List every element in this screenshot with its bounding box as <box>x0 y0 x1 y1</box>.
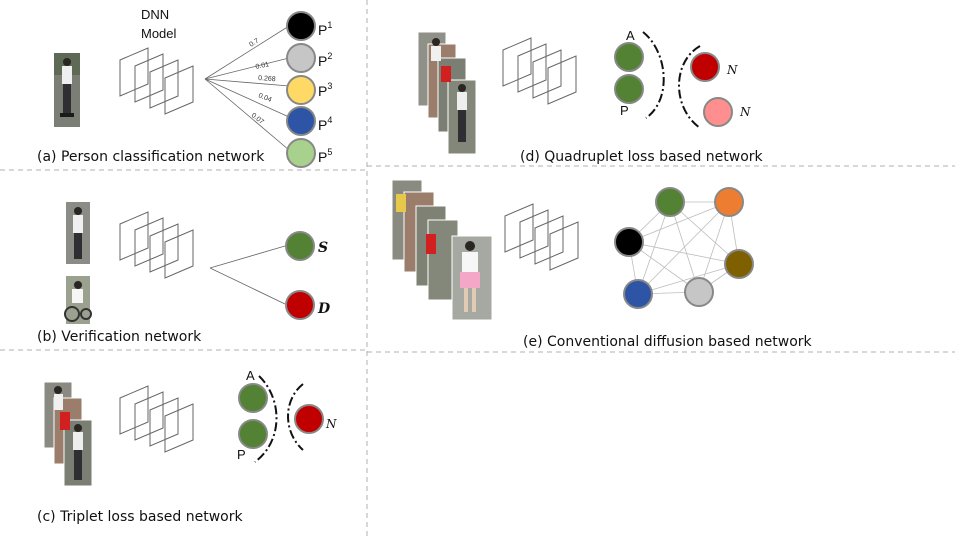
caption-b: (b) Verification network <box>37 329 202 345</box>
different-node <box>285 290 315 320</box>
dnn-model-icon <box>504 203 579 271</box>
graph-edge <box>637 201 730 295</box>
person-image-stack <box>417 31 477 155</box>
class-label-2: P2 <box>318 51 332 69</box>
class-node-3 <box>286 75 316 105</box>
panel-d: A P N N (d) Quadruplet loss based networ… <box>417 28 764 165</box>
prob-label-1: 0.7 <box>248 38 260 49</box>
prob-label-2: 0.01 <box>255 61 270 71</box>
caption-a: (a) Person classification network <box>37 149 265 165</box>
negatives-bracket <box>678 45 701 129</box>
dnn-model-icon <box>502 37 577 105</box>
graph-edge <box>669 201 740 265</box>
prob-label-5: 0.07 <box>250 112 265 126</box>
graph-node-3 <box>724 249 754 279</box>
caption-d: (d) Quadruplet loss based network <box>520 149 764 165</box>
positive-label: P <box>237 447 246 462</box>
class-node-5 <box>286 138 316 168</box>
negative-label-1: N <box>726 63 738 77</box>
graph-edge <box>628 241 740 265</box>
person-image-1 <box>66 202 90 264</box>
anchor-label: A <box>626 28 635 43</box>
anchor-positive-bracket <box>254 375 278 463</box>
negative-node-1 <box>690 52 720 82</box>
prob-label-3: 0.268 <box>258 75 276 83</box>
negative-bracket <box>287 383 304 451</box>
person-image-stack <box>391 179 493 321</box>
negative-label: N <box>325 417 337 431</box>
classification-lines <box>204 25 290 151</box>
dnn-model-icon <box>119 385 194 453</box>
graph-node-6 <box>614 227 644 257</box>
graph-edge <box>628 201 730 243</box>
graph-node-4 <box>684 277 714 307</box>
class-output-nodes <box>286 11 316 168</box>
same-label: S <box>318 240 328 256</box>
positive-node <box>614 74 644 104</box>
caption-e: (e) Conventional diffusion based network <box>523 334 813 350</box>
class-node-2 <box>286 43 316 73</box>
dnn-model-icon <box>119 47 194 115</box>
class-label-1: P1 <box>318 20 332 38</box>
negative-node-2 <box>703 97 733 127</box>
class-node-4 <box>286 106 316 136</box>
panel-e: (e) Conventional diffusion based network <box>391 179 813 350</box>
graph-node-1 <box>655 187 685 217</box>
person-image-2 <box>64 276 92 324</box>
anchor-label: A <box>246 368 255 383</box>
negative-node <box>294 404 324 434</box>
positive-node <box>238 419 268 449</box>
anchor-positive-bracket <box>642 31 665 119</box>
dnn-model-icon <box>119 211 194 279</box>
person-image <box>54 53 80 127</box>
graph-edges <box>628 201 740 295</box>
graph-nodes <box>614 187 754 309</box>
model-label-line2: Model <box>141 26 177 41</box>
same-node <box>285 231 315 261</box>
class-label-5: P5 <box>318 147 332 165</box>
negative-label-2: N <box>739 105 751 119</box>
different-label: D <box>317 301 331 317</box>
class-label-4: P4 <box>318 115 332 133</box>
model-label-line1: DNN <box>141 7 169 22</box>
class-labels: P1 P2 P3 P4 P5 <box>318 20 332 165</box>
class-label-3: P3 <box>318 81 332 99</box>
panel-c: A P N (c) Triplet loss based network <box>37 368 337 525</box>
verification-lines <box>209 245 286 305</box>
graph-edge <box>698 201 730 293</box>
graph-edge <box>637 263 740 295</box>
panel-a: DNN Model 0.7 0.01 0.268 0.04 0.07 P1 P2… <box>37 7 332 168</box>
panel-b: S D (b) Verification network <box>37 202 331 345</box>
caption-c: (c) Triplet loss based network <box>37 509 243 525</box>
class-node-1 <box>286 11 316 41</box>
graph-node-2 <box>714 187 744 217</box>
anchor-node <box>614 42 644 72</box>
graph-edge <box>637 201 671 295</box>
prob-label-4: 0.04 <box>257 92 272 104</box>
positive-label: P <box>620 103 629 118</box>
person-image-stack <box>43 381 93 487</box>
anchor-node <box>238 383 268 413</box>
graph-node-5 <box>623 279 653 309</box>
